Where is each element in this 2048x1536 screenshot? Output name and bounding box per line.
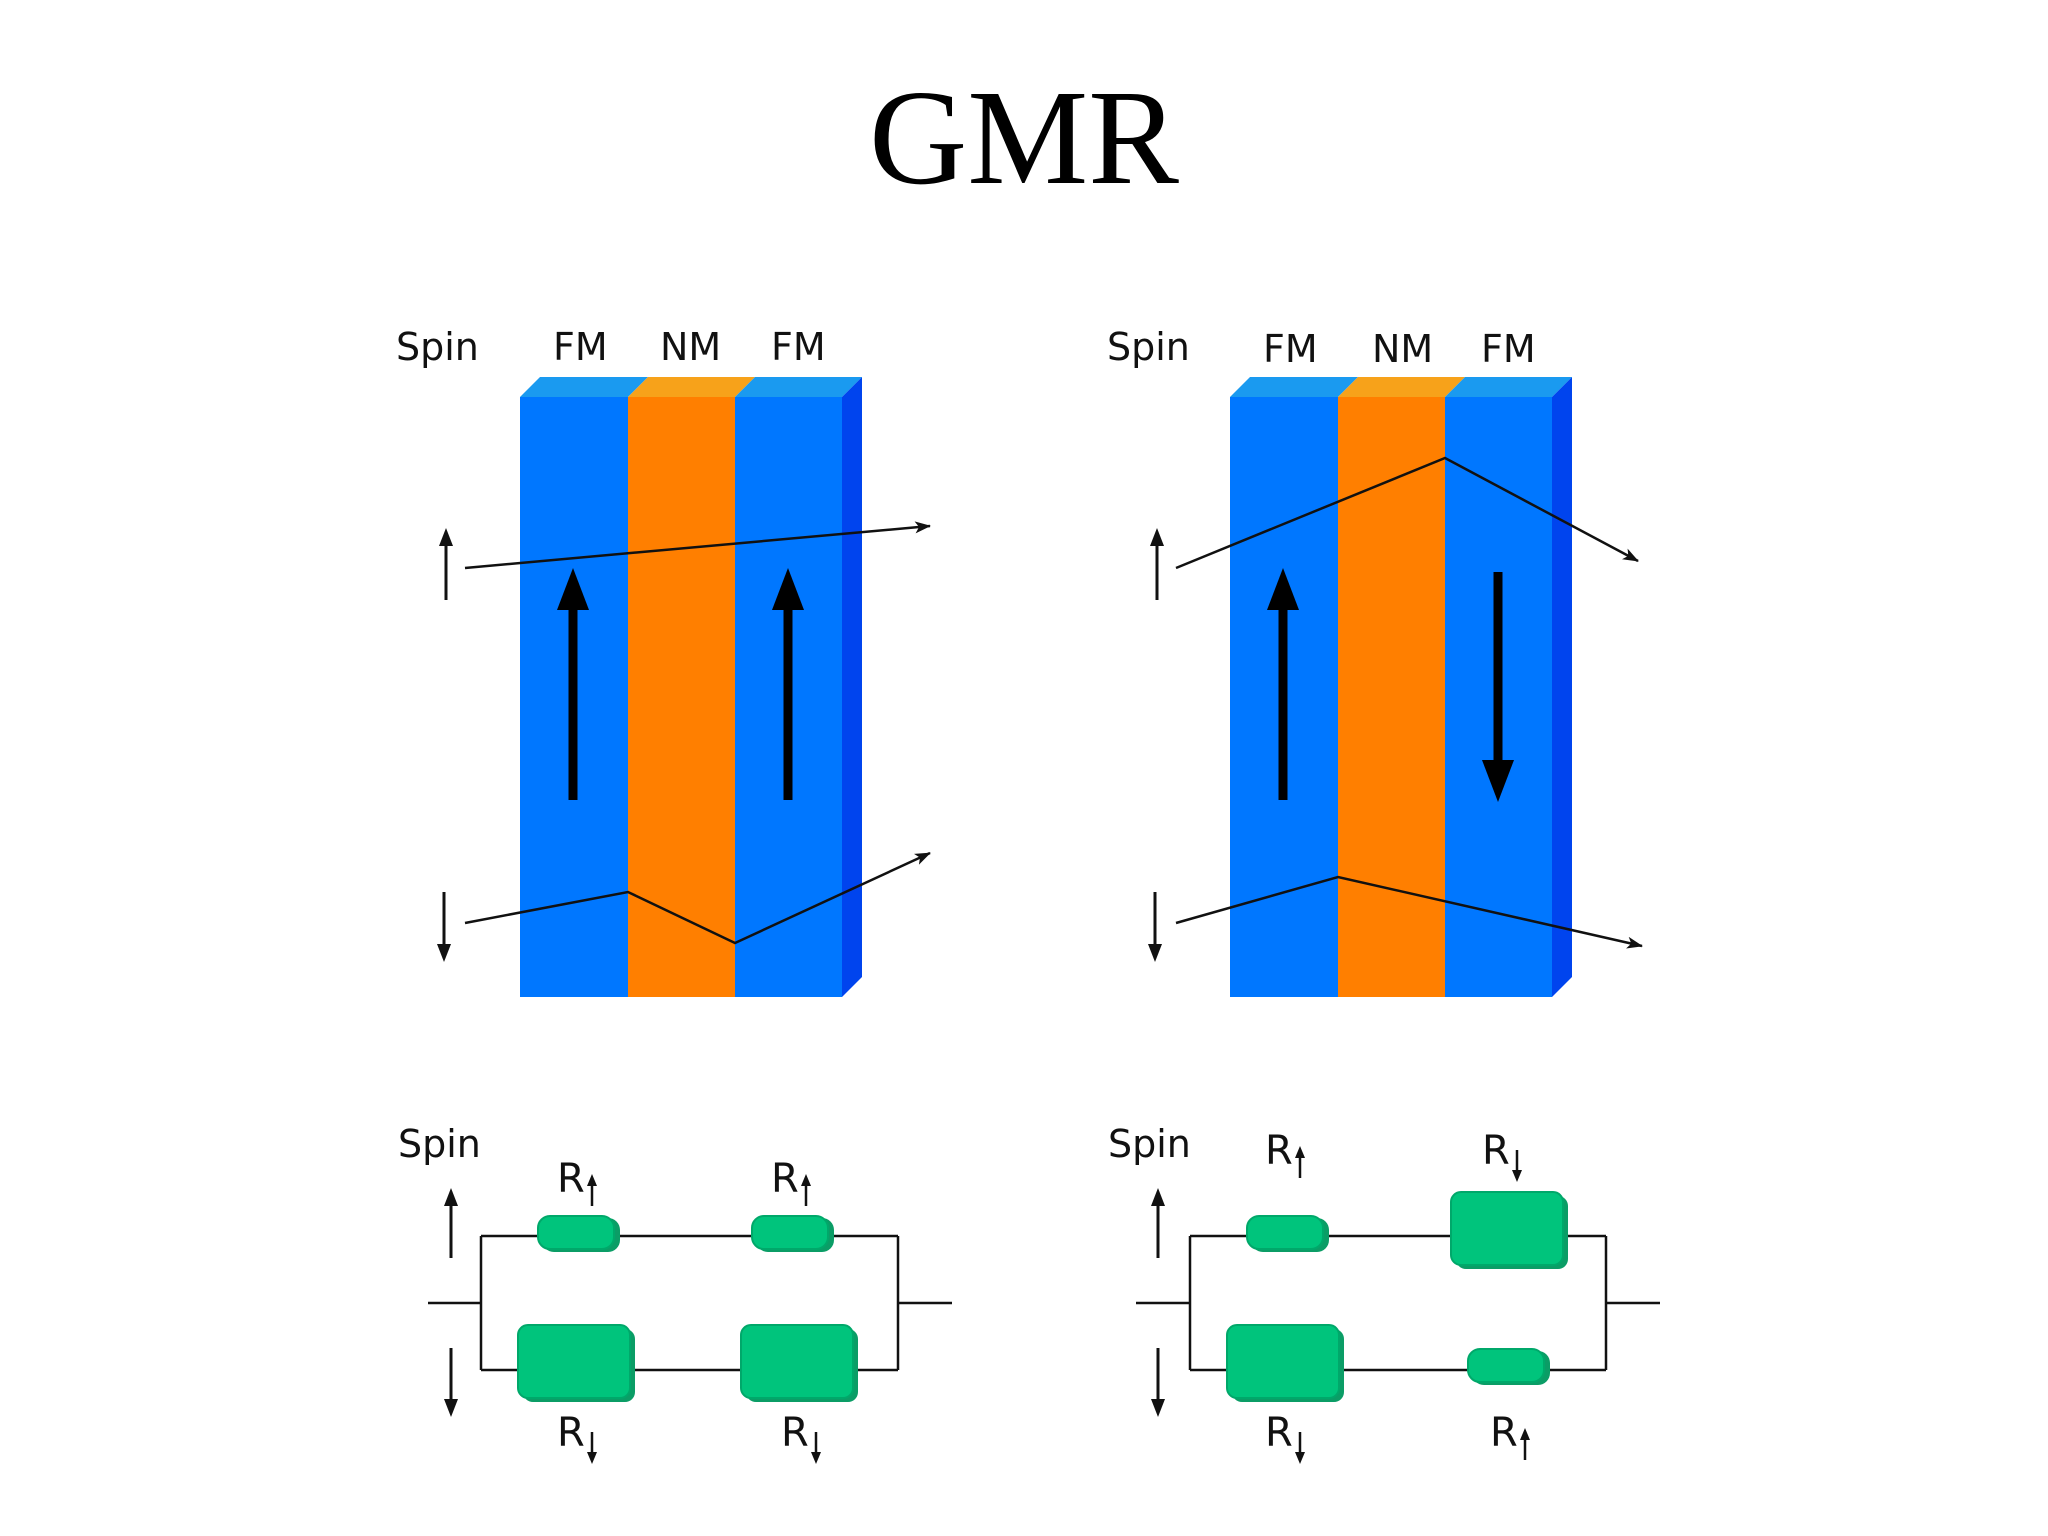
r-up-label: R <box>771 1156 811 1206</box>
slide-title: GMR <box>869 63 1179 213</box>
fm-layer-top-face <box>520 377 648 397</box>
r-down-label: R <box>1265 1410 1305 1464</box>
spin-down-arrow-icon <box>1148 892 1162 962</box>
magnetization-down-arrow <box>1482 572 1514 802</box>
spin-up-electron-path <box>464 521 931 570</box>
svg-text:R: R <box>557 1410 585 1456</box>
resistor-spin-down <box>1450 1191 1564 1266</box>
r-down-label: R <box>781 1410 821 1464</box>
resistor-spin-up <box>1467 1348 1545 1383</box>
parallel-resistor-circuit: Spin R R R <box>398 1122 952 1464</box>
spin-label: Spin <box>396 325 479 369</box>
resistor-spin-up <box>537 1215 615 1250</box>
spin-label: Spin <box>1108 1122 1191 1166</box>
layer-side-face <box>1552 377 1572 997</box>
r-up-label: R <box>1265 1128 1305 1178</box>
spin-down-electron-path <box>1175 875 1643 949</box>
magnetization-up-arrow <box>557 568 589 800</box>
fm-layer-top-face <box>1445 377 1572 397</box>
antiparallel-layer-panel: Spin FM NM FM <box>1107 325 1643 997</box>
r-down-label: R <box>1482 1128 1522 1182</box>
nm-layer <box>628 397 735 997</box>
magnetization-up-arrow <box>772 568 804 800</box>
svg-text:R: R <box>781 1410 809 1456</box>
spin-up-arrow-icon <box>1150 528 1164 600</box>
antiparallel-resistor-circuit: Spin R R R <box>1108 1122 1660 1464</box>
fm-label-right: FM <box>771 325 826 369</box>
r-up-label: R <box>557 1156 597 1206</box>
parallel-layer-panel: Spin FM NM FM <box>396 325 931 997</box>
magnetization-up-arrow <box>1267 568 1299 800</box>
fm-layer-top-face <box>735 377 862 397</box>
spin-up-electron-path <box>1175 456 1639 570</box>
svg-text:R: R <box>771 1156 799 1202</box>
resistor-spin-down <box>517 1324 631 1399</box>
fm-label-right: FM <box>1481 327 1536 371</box>
fm-label-left: FM <box>1263 327 1318 371</box>
resistor-spin-up <box>1246 1215 1324 1250</box>
spin-down-electron-path <box>464 851 931 945</box>
svg-text:R: R <box>1265 1410 1293 1456</box>
nm-label: NM <box>660 325 721 369</box>
resistor-spin-down <box>740 1324 854 1399</box>
resistor-spin-up <box>751 1215 829 1250</box>
spin-up-arrow-icon <box>1151 1188 1165 1258</box>
spin-down-arrow-icon <box>444 1348 458 1417</box>
spin-up-arrow-icon <box>444 1188 458 1258</box>
nm-layer <box>1338 397 1445 997</box>
circuit-wire <box>428 1234 952 1372</box>
svg-text:R: R <box>1265 1128 1293 1174</box>
fm-layer-top-face <box>1230 377 1358 397</box>
nm-layer-top-face <box>628 377 755 397</box>
nm-layer-top-face <box>1338 377 1465 397</box>
nm-label: NM <box>1372 327 1433 371</box>
svg-text:R: R <box>557 1156 585 1202</box>
layer-side-face <box>842 377 862 997</box>
circuit-wire <box>1136 1234 1660 1372</box>
spin-label: Spin <box>1107 325 1190 369</box>
r-down-label: R <box>557 1410 597 1464</box>
resistor-spin-down <box>1226 1324 1340 1399</box>
spin-down-arrow-icon <box>437 892 451 962</box>
spin-down-arrow-icon <box>1151 1348 1165 1417</box>
fm-label-left: FM <box>553 325 608 369</box>
r-up-label: R <box>1490 1410 1530 1460</box>
spin-label: Spin <box>398 1122 481 1166</box>
svg-text:R: R <box>1482 1128 1510 1174</box>
spin-up-arrow-icon <box>439 528 453 600</box>
svg-text:R: R <box>1490 1410 1518 1456</box>
